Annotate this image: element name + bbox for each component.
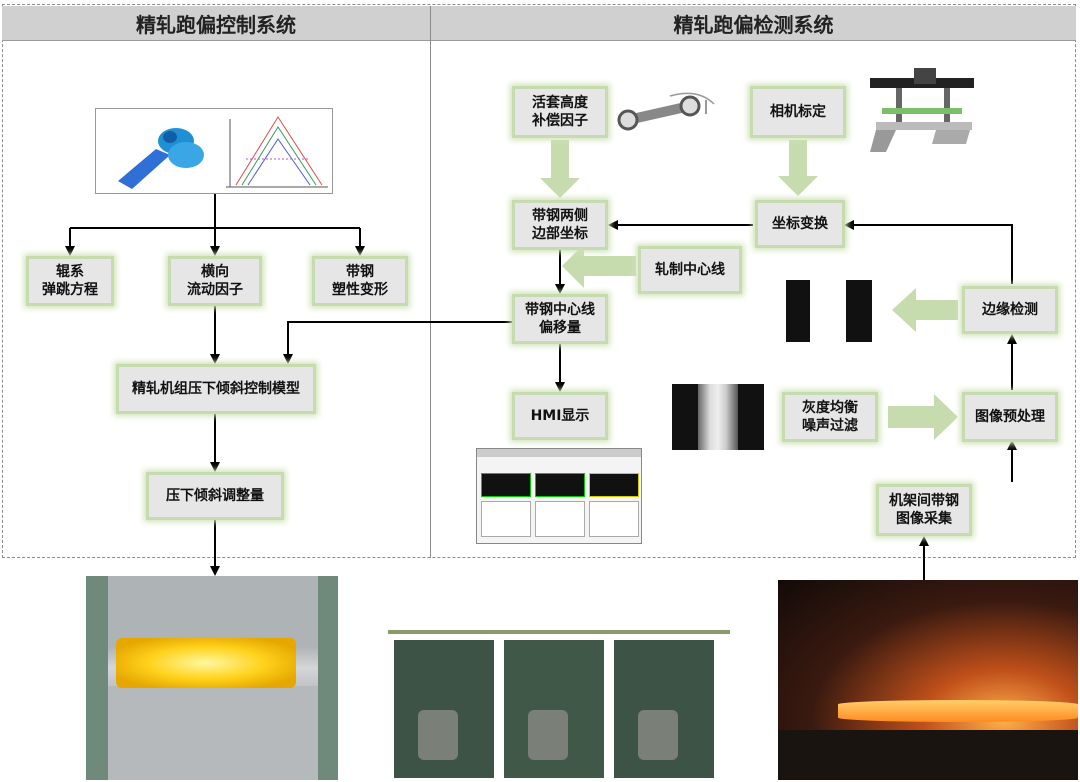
arrow-offset-to-model — [283, 321, 514, 364]
box-acquisition: 机架间带钢 图像采集 — [876, 484, 972, 536]
left-section-title: 精轧跑偏控制系统 — [2, 6, 430, 41]
finishing-mill-stands-image — [388, 610, 730, 778]
box-looper: 活套高度 补偿因子 — [512, 86, 608, 138]
roll-model-figure — [95, 108, 333, 194]
box-rolling-center: 轧制中心线 — [638, 246, 742, 294]
box-lateral-flow: 横向 流动因子 — [168, 256, 262, 306]
fat-arrow-looper-down — [540, 140, 580, 198]
box-center-offset: 带钢中心线 偏移量 — [512, 294, 608, 344]
rolling-mill-strip-image — [86, 576, 338, 780]
edge-detect-image — [786, 280, 872, 342]
fat-arrow-center-left — [562, 244, 636, 288]
looper-icon — [614, 90, 720, 136]
camera-frame-structure — [866, 68, 976, 154]
box-edge-coords: 带钢两侧 边部坐标 — [512, 200, 608, 250]
box-control-model: 精轧机组压下倾斜控制模型 — [116, 364, 316, 414]
box-camera-calib: 相机标定 — [750, 86, 846, 138]
arrow-edge-detect-to-transform — [844, 220, 1013, 284]
box-edge-detect: 边缘检测 — [962, 286, 1058, 334]
box-preprocess: 图像预处理 — [962, 392, 1058, 442]
fat-arrow-calib-down — [778, 140, 818, 196]
box-tilt-adjust: 压下倾斜调整量 — [146, 472, 284, 520]
box-strip-plastic: 带钢 塑性变形 — [312, 256, 408, 306]
box-hmi: HMI显示 — [512, 392, 608, 440]
right-section-title: 精轧跑偏检测系统 — [431, 6, 1076, 41]
grayscale-strip-image — [672, 384, 764, 450]
box-gray-balance: 灰度均衡 噪声过滤 — [782, 392, 878, 442]
fat-arrow-gray-right — [888, 394, 958, 440]
section-divider — [430, 6, 431, 558]
diagram-frame — [2, 4, 1076, 558]
hot-strip-camera-image — [778, 580, 1078, 780]
box-roll-system: 辊系 弹跳方程 — [26, 256, 114, 306]
hmi-screenshot — [476, 448, 642, 544]
box-coord-transform: 坐标变换 — [755, 200, 845, 248]
fat-arrow-edge-left — [892, 288, 958, 332]
